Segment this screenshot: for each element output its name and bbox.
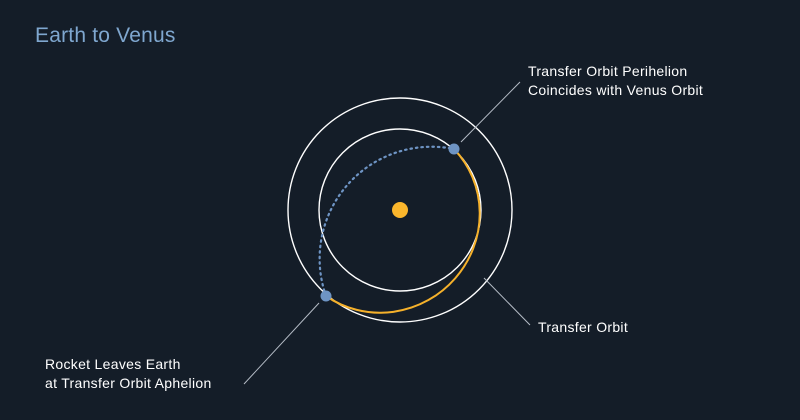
- transfer-orbit-arc: [325, 148, 481, 314]
- transfer-orbit-label: Transfer Orbit: [538, 319, 629, 335]
- aphelion-leader-line: [243, 302, 320, 385]
- dotted-transfer-path: [318, 145, 456, 298]
- perihelion-label-line2: Coincides with Venus Orbit: [528, 82, 704, 98]
- aphelion-label: Rocket Leaves Earth at Transfer Orbit Ap…: [45, 355, 212, 393]
- earth-orbit: [287, 97, 513, 323]
- venus-orbit: [318, 128, 482, 292]
- diagram-title: Earth to Venus: [35, 24, 176, 47]
- transfer-orbit-leader-line: [483, 277, 531, 326]
- earth-planet-icon: [320, 290, 332, 302]
- venus-planet-icon: [448, 143, 460, 155]
- aphelion-label-line1: Rocket Leaves Earth: [45, 356, 181, 372]
- sun-icon: [392, 202, 408, 218]
- aphelion-label-line2: at Transfer Orbit Aphelion: [45, 375, 212, 391]
- perihelion-label: Transfer Orbit Perihelion Coincides with…: [528, 62, 703, 100]
- perihelion-label-line1: Transfer Orbit Perihelion: [528, 63, 688, 79]
- perihelion-leader-line: [460, 81, 521, 143]
